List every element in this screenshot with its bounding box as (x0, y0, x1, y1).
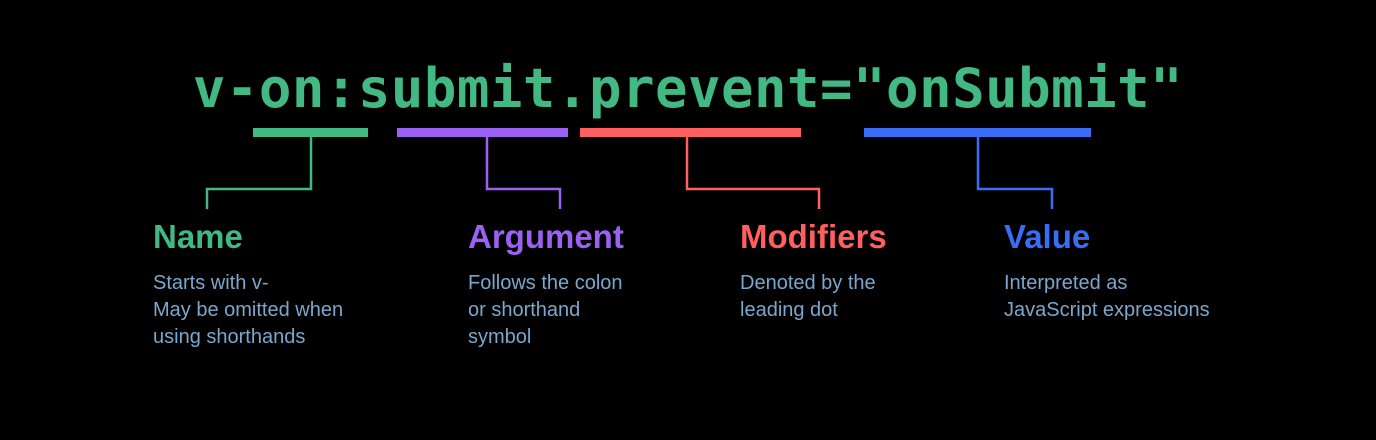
underline-bar-argument (397, 128, 568, 137)
underline-bar-value (864, 128, 1091, 137)
segment-heading-modifiers: Modifiers (740, 218, 887, 255)
segment-column-value: Value Interpreted as JavaScript expressi… (1004, 218, 1334, 324)
segment-heading-value: Value (1004, 218, 1091, 255)
elbow-connector-value (976, 137, 1054, 209)
segment-column-name: Name Starts with v- May be omitted when … (153, 218, 453, 351)
segment-description-modifiers: Denoted by the leading dot (740, 272, 876, 321)
underline-bar-name (253, 128, 368, 137)
elbow-connector-argument (485, 137, 562, 209)
segment-column-modifiers: Modifiers Denoted by the leading dot (740, 218, 990, 324)
segment-description-name: Starts with v- May be omitted when using… (153, 272, 344, 348)
elbow-connector-modifiers (685, 137, 821, 209)
segment-description-argument: Follows the colon or shorthand symbol (468, 272, 623, 348)
code-expression: v-on:submit.prevent="onSubmit" (192, 57, 1184, 120)
segment-column-argument: Argument Follows the colon or shorthand … (468, 218, 718, 351)
elbow-connector-name (205, 137, 313, 209)
underline-bar-modifiers (580, 128, 801, 137)
segment-description-value: Interpreted as JavaScript expressions (1004, 272, 1210, 321)
segment-heading-argument: Argument (468, 218, 624, 255)
segment-heading-name: Name (153, 218, 243, 255)
